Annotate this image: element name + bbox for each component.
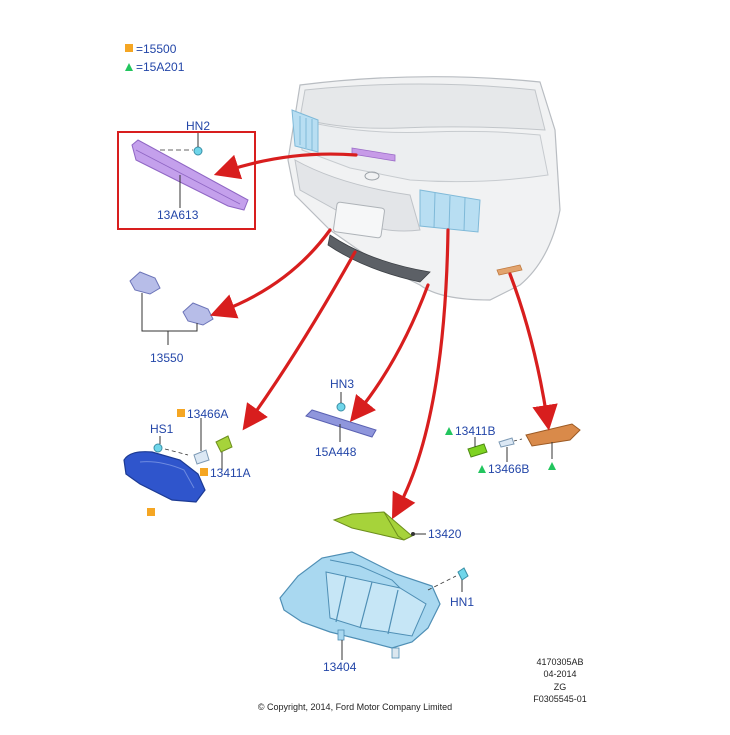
car-rear-body [287,76,561,301]
trim-15a448 [305,392,377,442]
marker-13466b-icon [478,465,486,473]
socket-13411a [215,435,233,453]
pony-emblem-icon [364,171,380,181]
label-13411b: 13411B [455,424,495,438]
brake-lamp-part [131,133,249,211]
figure-code: F0305545-01 [533,694,587,704]
socket-13411b [467,443,488,458]
label-13550: 13550 [150,351,184,365]
side-marker-assembly [467,423,581,470]
doc-date: 04-2014 [543,669,576,679]
copyright: © Copyright, 2014, Ford Motor Company Li… [258,702,452,712]
arrow-to-13420 [391,228,450,520]
doc-zg: ZG [554,682,567,692]
bracket-13420 [332,511,426,541]
doc-code: 4170305AB [536,657,583,667]
bulb-13466a [193,449,210,465]
marker-13411a-icon [200,468,208,476]
label-13404: 13404 [323,660,357,674]
legend-square-icon [125,44,133,52]
tail-lamp-13404 [279,551,469,660]
car-brake-lamp [351,147,396,162]
hn2-nut-icon [193,146,203,156]
label-15a448: 15A448 [315,445,357,459]
side-marker-triangle-icon [548,462,556,470]
lamp-assembly-left [123,418,233,516]
bulb-13466b [498,437,515,448]
legend: =15500 =15A201 [125,42,185,74]
arrow-to-side-marker [508,272,558,431]
legend-square-text: =15500 [136,42,177,56]
arrow-to-15a448 [349,283,430,422]
label-13411a: 13411A [210,466,250,480]
car-side-marker [496,264,523,276]
hs1-screw-icon [153,443,163,453]
label-13466a: 13466A [187,407,228,421]
marker-13411b-icon [445,427,453,435]
label-hn3: HN3 [330,377,354,391]
fastener-square-icon [147,508,155,516]
arrow-to-13550 [210,228,332,319]
hn3-nut-icon [336,402,346,412]
marker-13466a-icon [177,409,185,417]
hn1-nut-icon [457,567,469,581]
highlight-box [117,131,256,230]
callout-arrows [210,152,558,520]
legend-triangle-icon [125,63,133,71]
legend-triangle-text: =15A201 [136,60,185,74]
label-hn2: HN2 [186,119,210,133]
arrow-to-13a613 [213,152,358,180]
label-13420: 13420 [428,527,462,541]
label-13a613: 13A613 [157,208,199,222]
label-hs1: HS1 [150,422,174,436]
socket-13550 [129,271,214,345]
arrow-to-13404-left [242,250,357,431]
label-13466b: 13466B [488,462,529,476]
label-hn1: HN1 [450,595,474,609]
